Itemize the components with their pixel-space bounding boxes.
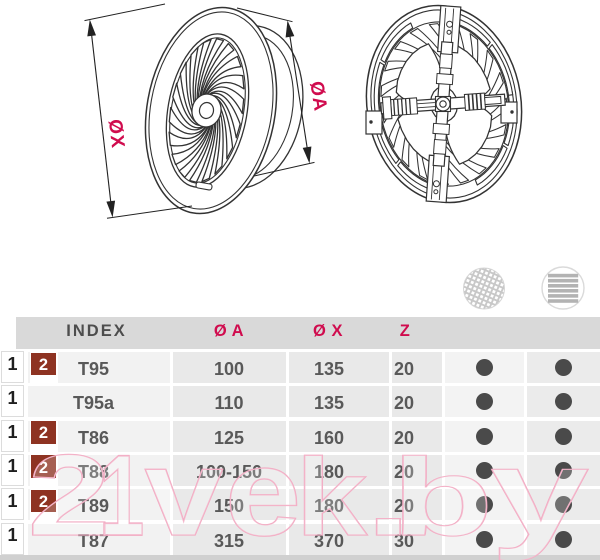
svg-text:y: y: [490, 424, 589, 560]
svg-text:e: e: [225, 423, 301, 560]
svg-text:k: k: [296, 437, 368, 559]
svg-text:1: 1: [99, 431, 145, 560]
svg-text:.: .: [366, 435, 412, 558]
svg-text:ØA: ØA: [305, 80, 330, 113]
svg-text:2: 2: [28, 431, 111, 560]
svg-text:ØX: ØX: [104, 118, 128, 150]
svg-text:v: v: [145, 424, 224, 560]
svg-text:b: b: [391, 435, 493, 558]
